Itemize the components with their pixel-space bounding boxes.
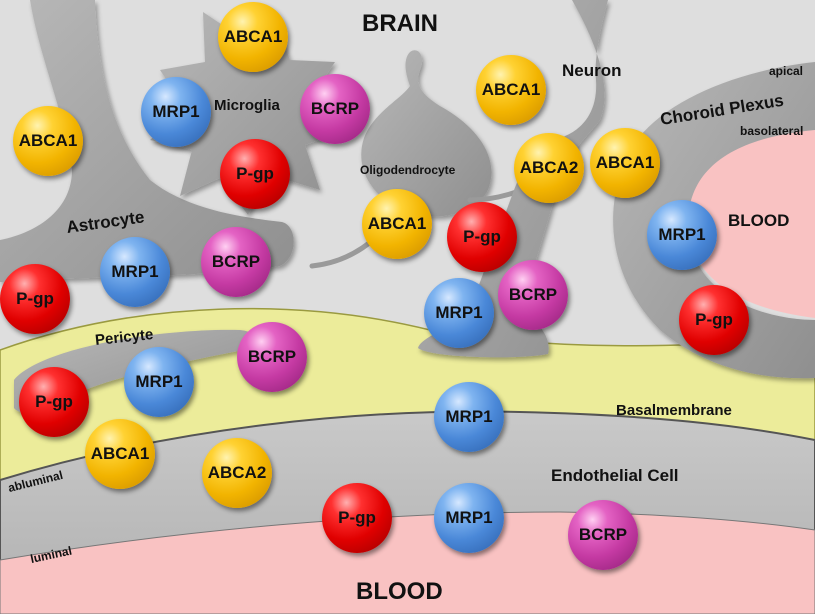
neuron-label: Neuron bbox=[562, 61, 622, 80]
abca1-abluminal: ABCA1 bbox=[85, 419, 155, 489]
bcrp-luminal: BCRP bbox=[568, 500, 638, 570]
pgp-microglia: P-gp bbox=[220, 139, 290, 209]
abca1-choroid: ABCA1 bbox=[590, 128, 660, 198]
mrp1-luminal: MRP1 bbox=[434, 483, 504, 553]
bcrp-pericyte: BCRP bbox=[237, 322, 307, 392]
abca2-neuron: ABCA2 bbox=[514, 133, 584, 203]
astrocyte-process bbox=[0, 0, 294, 282]
abca1-astrocyte-top: ABCA1 bbox=[13, 106, 83, 176]
endothelial-cell-label: Endothelial Cell bbox=[551, 466, 679, 485]
oligodendrocyte-cell bbox=[361, 50, 492, 217]
blood-label-bottom: BLOOD bbox=[356, 578, 443, 605]
abca1-oligodendrocyte: ABCA1 bbox=[362, 189, 432, 259]
basolateral-label: basolateral bbox=[740, 124, 804, 138]
mrp1-astrocyte: MRP1 bbox=[100, 237, 170, 307]
mrp1-pericyte: MRP1 bbox=[124, 347, 194, 417]
choroid-plexus bbox=[613, 62, 815, 379]
bcrp-neuron: BCRP bbox=[498, 260, 568, 330]
basalmembrane-label: Basalmembrane bbox=[616, 402, 732, 419]
blood-label-choroid: BLOOD bbox=[728, 211, 790, 230]
abca1-neuron: ABCA1 bbox=[476, 55, 546, 125]
pgp-astrocyte: P-gp bbox=[0, 264, 70, 334]
pgp-luminal: P-gp bbox=[322, 483, 392, 553]
abca1-microglia-top: ABCA1 bbox=[218, 2, 288, 72]
mrp1-basalmembrane: MRP1 bbox=[434, 382, 504, 452]
abca2-endothelial: ABCA2 bbox=[202, 438, 272, 508]
oligodendrocyte-label: Oligodendrocyte bbox=[360, 163, 456, 177]
choroid-blood bbox=[687, 130, 815, 318]
microglia-label: Microglia bbox=[214, 97, 280, 114]
bcrp-microglia: BCRP bbox=[300, 74, 370, 144]
microglia-cell bbox=[150, 12, 348, 215]
pgp-choroid: P-gp bbox=[679, 285, 749, 355]
mrp1-choroid: MRP1 bbox=[647, 200, 717, 270]
brain-title: BRAIN bbox=[362, 10, 438, 37]
mrp1-microglia: MRP1 bbox=[141, 77, 211, 147]
bcrp-astrocyte: BCRP bbox=[201, 227, 271, 297]
mrp1-neuron: MRP1 bbox=[424, 278, 494, 348]
pgp-neuron: P-gp bbox=[447, 202, 517, 272]
pgp-pericyte: P-gp bbox=[19, 367, 89, 437]
apical-label: apical bbox=[769, 64, 804, 78]
